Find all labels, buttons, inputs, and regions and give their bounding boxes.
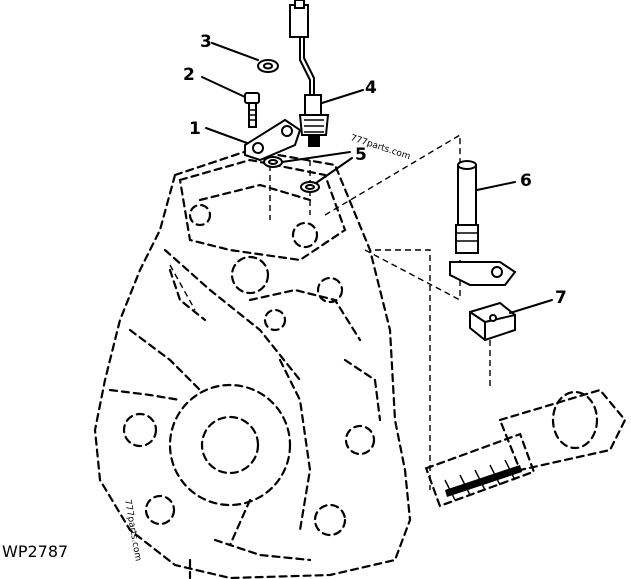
callout-1: 1 [189,119,201,139]
leader-6 [476,181,516,191]
leader-7 [509,299,553,314]
part-1-flange [244,118,302,162]
leader-lines [201,42,553,314]
callout-3: 3 [200,32,212,52]
callout-5: 5 [355,145,367,165]
part-2-cap-screw [244,92,260,128]
callout-6: 6 [520,171,532,191]
leader-1 [205,127,248,144]
part-4-switch-assembly [289,0,330,147]
watermark-lower: 777parts.com [122,499,143,562]
leader-4 [321,89,364,104]
leader-5a [281,151,351,163]
leader-2 [201,76,246,98]
leader-5b [315,157,353,184]
callout-4: 4 [365,78,377,98]
alignment-phantom-lines [269,133,491,490]
injection-pump-body [93,148,412,579]
figure-id: WP2787 [2,542,68,561]
callout-2: 2 [183,65,195,85]
part-5-o-rings [263,156,320,193]
part-3-washer [257,59,279,73]
part-6-sensor-probe [449,160,517,286]
drive-shaft-gear [424,388,627,508]
callout-labels: 3 2 1 4 5 6 7 [183,32,567,308]
leader-3 [211,42,259,61]
callout-7: 7 [555,288,567,308]
part-7-block [469,301,516,342]
